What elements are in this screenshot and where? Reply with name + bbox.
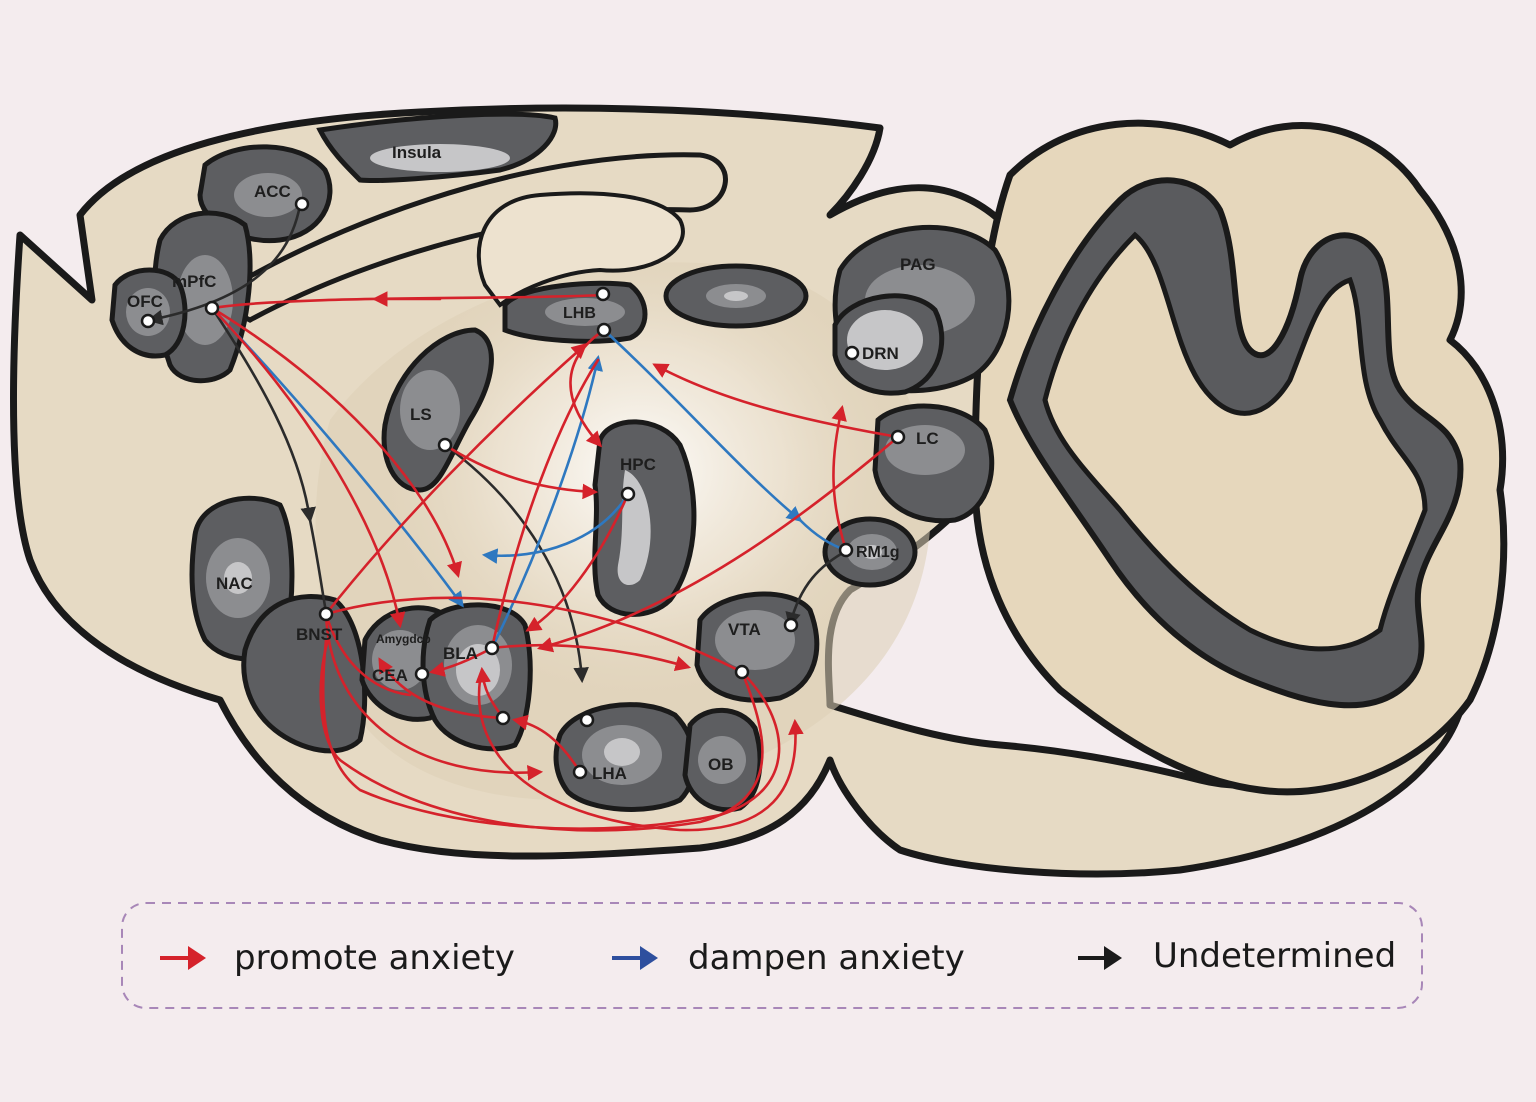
conn-ls-to-lha bbox=[443, 443, 589, 684]
node-drn bbox=[844, 345, 860, 361]
conn-vta-loop-2 bbox=[319, 638, 764, 832]
node-rm1g bbox=[838, 542, 854, 558]
region-rm1g bbox=[822, 516, 918, 588]
red-arrow-icon bbox=[160, 946, 206, 970]
conn-lc-to-bla bbox=[536, 435, 900, 653]
region-ls bbox=[381, 327, 494, 493]
region-drn bbox=[832, 293, 945, 396]
label-mpfc: mPfC bbox=[172, 272, 216, 291]
node-mpfc bbox=[204, 300, 220, 316]
conn-bla-to-lhb-blue bbox=[490, 354, 603, 650]
label-ls: LS bbox=[410, 405, 432, 424]
blue-arrow-icon bbox=[612, 946, 658, 970]
conn-lc-to-lhb bbox=[652, 363, 900, 439]
conn-mpfc-to-amyg bbox=[210, 306, 406, 629]
label-amygdcb: Amygdcb bbox=[376, 632, 431, 646]
node-ofc bbox=[140, 313, 156, 329]
hippocampal-commissure bbox=[476, 191, 685, 308]
conn-lha-to-bla-node bbox=[511, 714, 582, 774]
region-lc bbox=[872, 403, 995, 524]
label-pag: PAG bbox=[900, 255, 936, 274]
conn-bnst-to-lhb bbox=[324, 342, 588, 616]
node-lc bbox=[890, 429, 906, 445]
label-ofc: OFC bbox=[127, 292, 163, 311]
legend-item-promote: promote anxiety bbox=[160, 938, 515, 978]
conn-bnst-to-lha bbox=[324, 612, 544, 781]
node-vta bbox=[734, 664, 750, 680]
legend: promote anxiety dampen anxiety Undetermi… bbox=[121, 902, 1423, 1009]
conn-hpc-to-bla bbox=[525, 492, 630, 632]
label-lha: LHA bbox=[592, 764, 627, 783]
conn-lhb-to-hpc bbox=[569, 328, 606, 448]
conn-mpfc-to-bnst bbox=[210, 306, 316, 524]
node-hpc bbox=[620, 486, 636, 502]
region-lha bbox=[553, 702, 697, 812]
node-bnst bbox=[318, 606, 334, 622]
node-lhb bbox=[596, 322, 612, 338]
conn-hpc-to-bla-blue bbox=[481, 492, 630, 564]
conn-bla-to-vta bbox=[490, 643, 691, 671]
label-bla: BLA bbox=[443, 644, 478, 663]
label-ob: OB bbox=[708, 755, 734, 774]
conn-ls-to-hpc bbox=[443, 443, 599, 500]
label-rm1g: RM1g bbox=[856, 544, 900, 561]
label-acc: ACC bbox=[254, 182, 291, 201]
region-insula bbox=[316, 111, 559, 184]
node-lha-top bbox=[579, 712, 595, 728]
region-unlabeled-oval bbox=[663, 263, 809, 329]
conn-acc-to-ofc bbox=[146, 203, 302, 326]
node-acc bbox=[294, 196, 310, 212]
legend-label-promote: promote anxiety bbox=[234, 938, 515, 978]
connections bbox=[146, 203, 900, 832]
node-cea bbox=[414, 666, 430, 682]
node-ls bbox=[437, 437, 453, 453]
conn-bnst-to-cea bbox=[324, 612, 412, 697]
conn-bla-loop-to-vta bbox=[477, 678, 804, 832]
label-lhb: LHB bbox=[563, 305, 596, 322]
label-hpc: HPC bbox=[620, 455, 656, 474]
conn-lhb-to-rm1g-blue bbox=[602, 328, 803, 522]
legend-label-dampen: dampen anxiety bbox=[688, 938, 965, 978]
legend-item-dampen: dampen anxiety bbox=[612, 938, 965, 978]
label-bnst: BNST bbox=[296, 625, 343, 644]
conn-bnst-down bbox=[308, 518, 328, 614]
node-lhb-top bbox=[595, 286, 611, 302]
label-insula: Insula bbox=[392, 143, 442, 162]
conn-rm1g-to-vta bbox=[785, 548, 850, 629]
black-arrow-icon bbox=[1078, 946, 1122, 970]
region-bla bbox=[420, 602, 533, 752]
cerebellum-folia-light bbox=[1042, 231, 1428, 652]
legend-item-undetermined: Undetermined bbox=[1078, 936, 1396, 976]
label-drn: DRN bbox=[862, 344, 899, 363]
region-labels: Insula ACC mPfC OFC LHB PAG DRN LS HPC L… bbox=[127, 143, 939, 783]
node-lha bbox=[572, 764, 588, 780]
legend-label-undetermined: Undetermined bbox=[1153, 936, 1396, 976]
legend-box bbox=[121, 902, 1423, 1009]
region-vta bbox=[694, 591, 820, 703]
label-nac: NAC bbox=[216, 574, 253, 593]
nodes bbox=[140, 196, 906, 780]
label-cea: CEA bbox=[372, 666, 408, 685]
conn-bnst-to-vta bbox=[324, 596, 744, 674]
node-vta-upper bbox=[783, 617, 799, 633]
node-bla-lower bbox=[495, 710, 511, 726]
label-vta: VTA bbox=[728, 620, 761, 639]
conn-rm1g-to-drn bbox=[831, 404, 848, 552]
label-lc: LC bbox=[916, 429, 939, 448]
node-bla bbox=[484, 640, 500, 656]
conn-mpfc-to-bla-red bbox=[210, 306, 462, 578]
